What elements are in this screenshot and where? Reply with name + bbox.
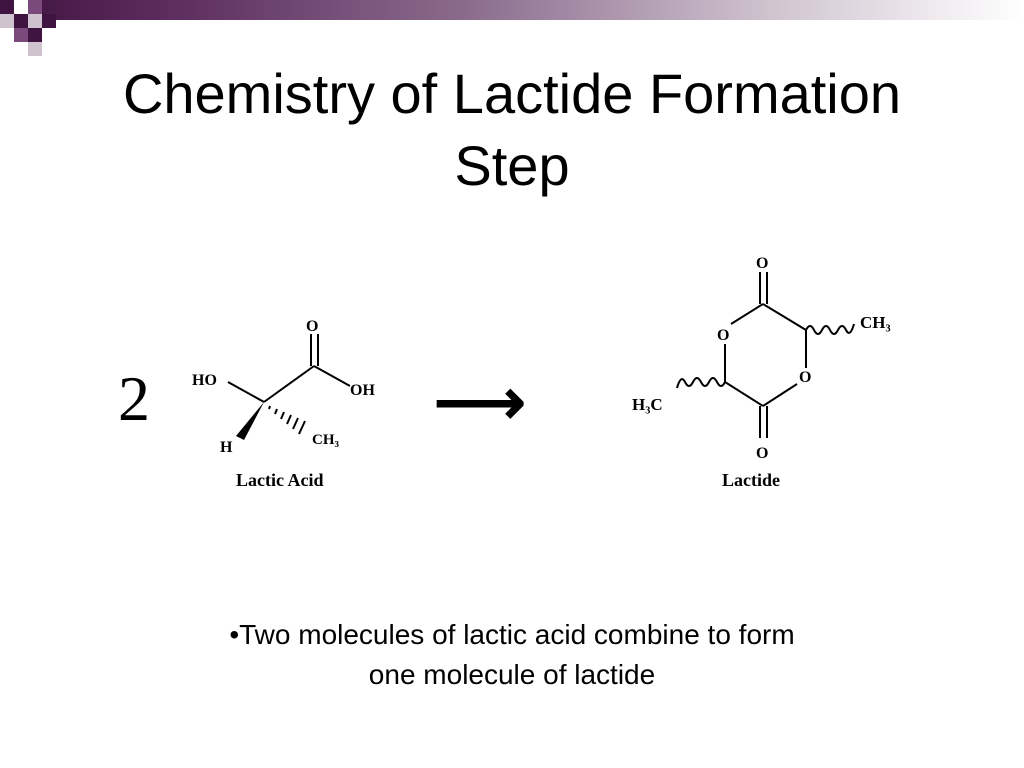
title-line-1: Chemistry of Lactide Formation	[122, 62, 902, 125]
caption-line-1: •Two molecules of lactic acid combine to…	[229, 619, 795, 650]
atom-bottom-o: O	[756, 445, 768, 462]
caption-line-2: one molecule of lactide	[368, 659, 656, 690]
atom-carbonyl-o: O	[306, 318, 318, 335]
bond-ring-top-right	[762, 303, 807, 331]
bond-ring-bottom-left	[724, 381, 764, 407]
atom-ring-o-left: O	[717, 327, 729, 344]
atom-oh: OH	[350, 382, 375, 399]
atom-ring-o-right: O	[799, 369, 811, 386]
bond-ring-bottom-right	[762, 383, 798, 407]
corner-squares-decoration	[0, 0, 56, 56]
slide-title: Chemistry of Lactide Formation Step	[0, 58, 1024, 202]
stoichiometric-coefficient: 2	[118, 363, 150, 434]
slide-caption: •Two molecules of lactic acid combine to…	[0, 615, 1024, 695]
title-line-2: Step	[454, 134, 570, 197]
reaction-arrow: ⟶	[434, 367, 526, 438]
wedge-bond-h	[236, 402, 264, 440]
atom-methyl-right: CH₃	[860, 313, 891, 332]
bond-ring-top-left	[730, 303, 764, 325]
atom-methyl-left: H₃C	[632, 395, 663, 414]
atom-ch3: CH₃	[312, 432, 340, 448]
lactic-acid-structure	[227, 334, 351, 403]
atom-ho: HO	[192, 372, 217, 389]
bond-ho-c	[227, 381, 265, 403]
wavy-bond-left	[676, 377, 726, 389]
lactide-structure	[676, 272, 855, 438]
lactic-acid-label: Lactic Acid	[236, 470, 324, 490]
bond-c-carboxyl	[263, 365, 315, 403]
atom-top-o: O	[756, 255, 768, 272]
hash-bond-methyl	[268, 405, 306, 435]
wavy-bond-right	[805, 323, 855, 335]
atom-h: H	[220, 439, 233, 456]
header-gradient-bar	[0, 0, 1024, 20]
bond-c-oh	[313, 365, 351, 387]
lactide-label: Lactide	[722, 470, 780, 490]
